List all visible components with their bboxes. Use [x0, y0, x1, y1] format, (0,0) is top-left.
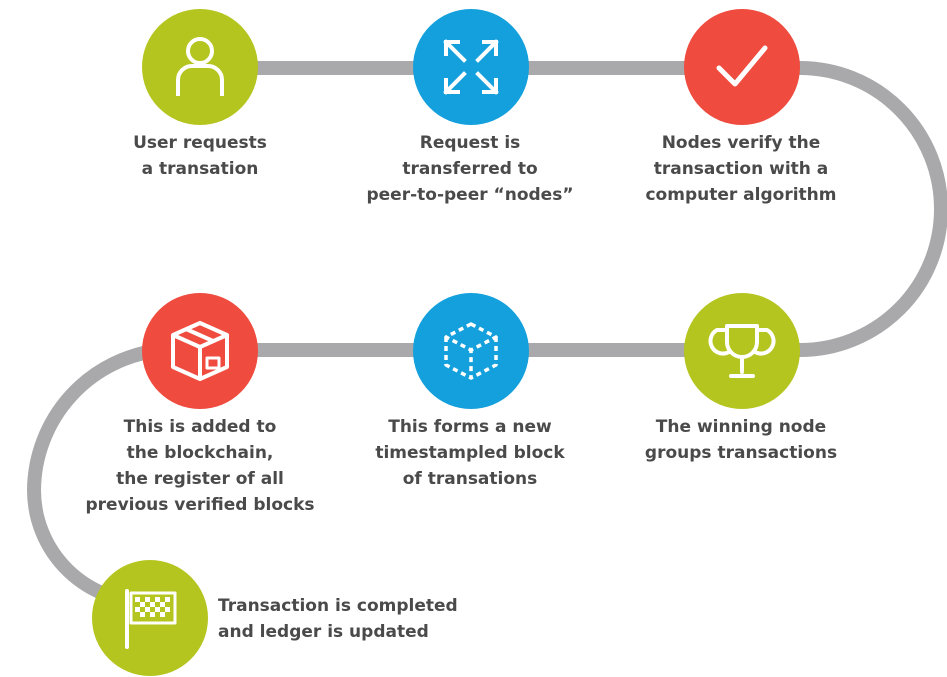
step-1-label: User requests a transation [133, 133, 267, 179]
expand-arrows-icon [443, 39, 499, 95]
trophy-icon [708, 324, 776, 378]
step-6-label: This is added to the blockchain, the reg… [85, 417, 315, 515]
step-7-label: Transaction is completed and ledger is u… [218, 596, 458, 642]
step-2-label: Request is transferred to peer-to-peer “… [366, 133, 574, 205]
step-3-label: Nodes verify the transaction with a comp… [645, 133, 837, 205]
step-3-circle [684, 9, 800, 125]
step-5-label: This forms a new timestampled block of t… [375, 417, 565, 489]
dashed-cube-icon [444, 322, 498, 380]
step-5-circle [413, 293, 529, 409]
step-4-circle [684, 293, 800, 409]
step-1-circle [142, 9, 258, 125]
checkmark-icon [716, 45, 768, 87]
track-line [26, 61, 947, 610]
step-2-circle [413, 9, 529, 125]
checkered-flag-icon [125, 589, 177, 649]
package-box-icon [171, 321, 229, 381]
step-7-circle [92, 560, 208, 676]
step-6-circle [142, 293, 258, 409]
user-icon [176, 37, 224, 96]
step-4-label: The winning node groups transactions [644, 417, 838, 463]
